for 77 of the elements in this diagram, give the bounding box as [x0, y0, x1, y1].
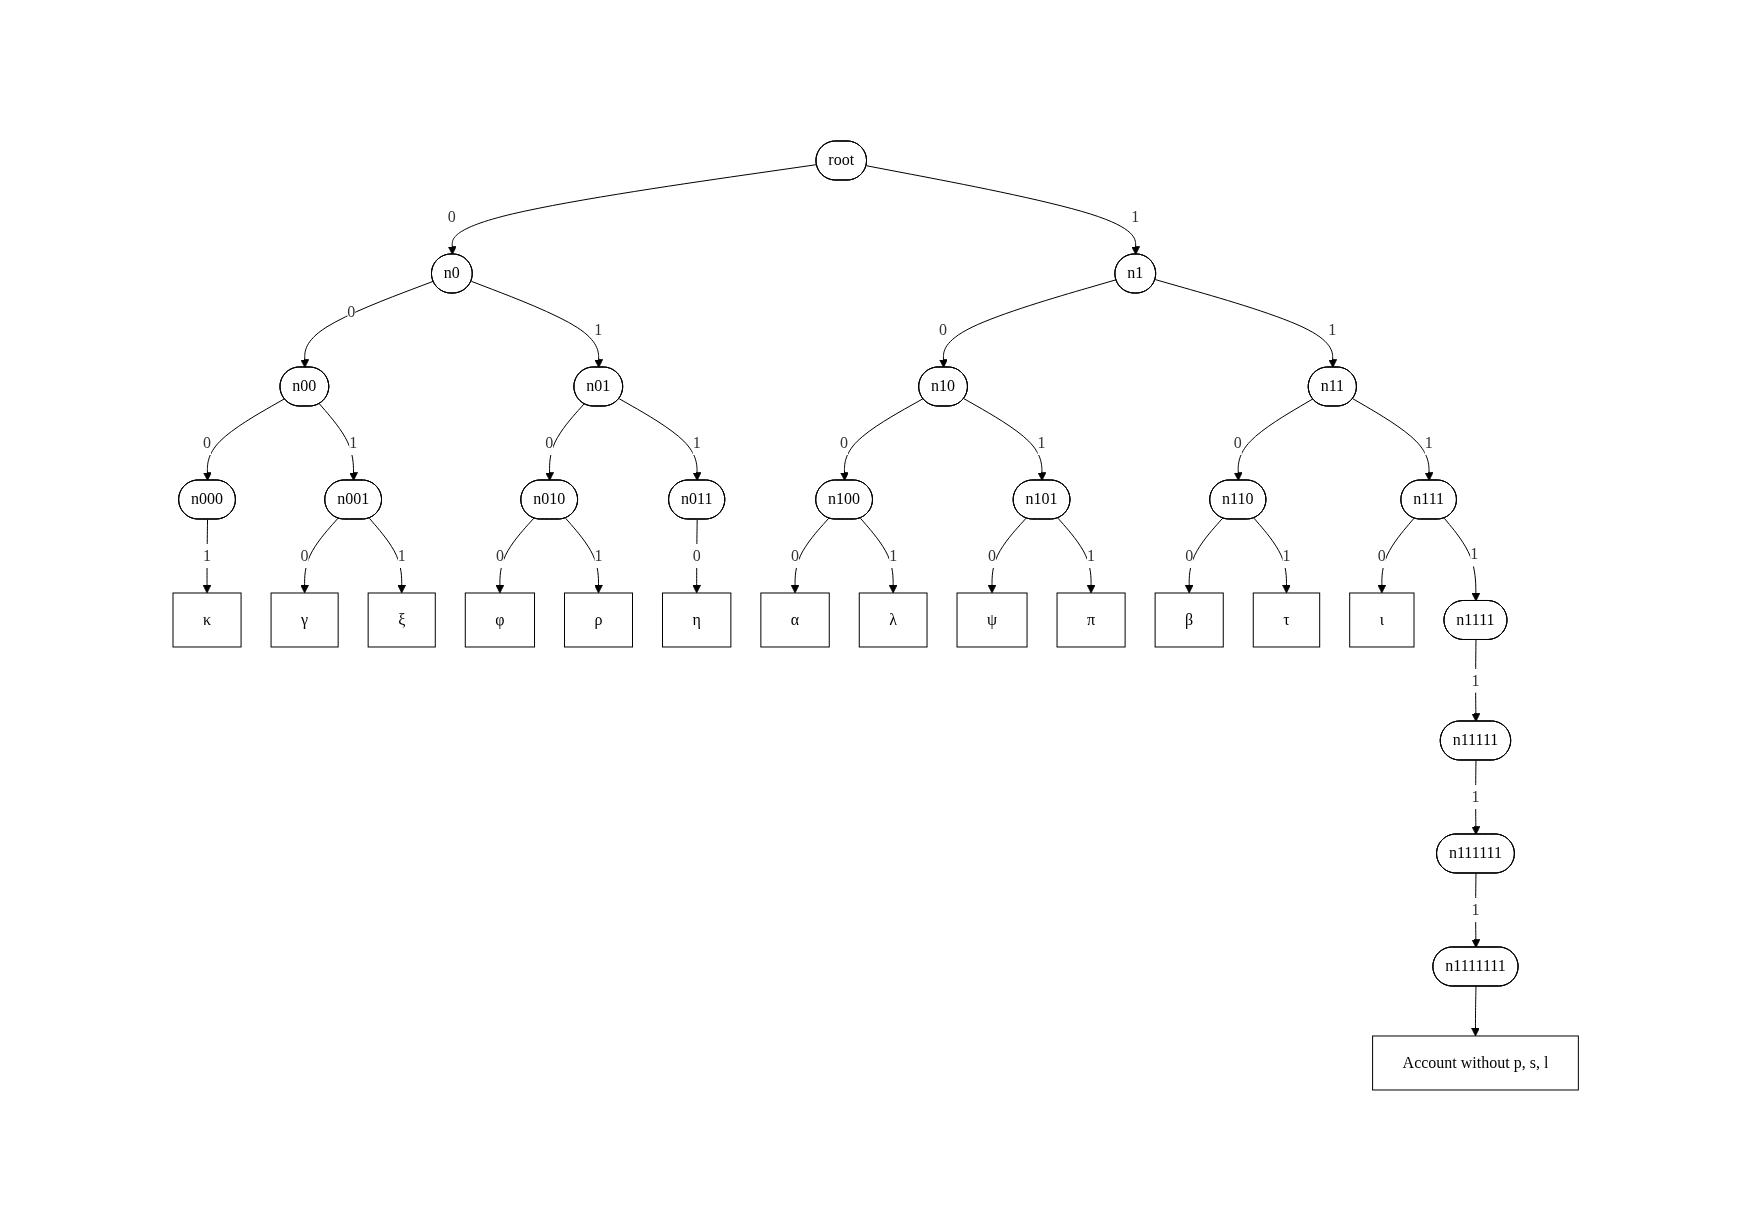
arrow: [1471, 873, 1481, 948]
arrow: [1470, 986, 1480, 1037]
edge-label: 1: [1086, 546, 1095, 564]
node-box: γ: [270, 592, 339, 648]
arrow: [545, 403, 585, 481]
edge-label: 0: [692, 546, 701, 564]
arrow: [1471, 760, 1481, 835]
arrow: [1352, 398, 1434, 481]
arrow: [987, 517, 1027, 594]
edge-label: 0: [1377, 546, 1386, 564]
arrow: [1253, 517, 1291, 594]
node-box: τ: [1252, 592, 1320, 648]
arrow: [318, 403, 358, 481]
arrow: [202, 398, 285, 481]
edge-label: 0: [938, 321, 947, 338]
arrow: [368, 517, 406, 594]
edge-label: 0: [987, 546, 996, 564]
edge-label: 1: [594, 321, 603, 338]
arrow: [839, 398, 924, 481]
edge-label: 1: [594, 546, 603, 564]
arrow: [300, 280, 434, 368]
edge-label: 1: [1328, 321, 1337, 338]
arrow: [495, 517, 535, 594]
edge-label: 1: [1471, 671, 1480, 689]
node-box: Account without p, s, l: [1371, 1035, 1579, 1091]
edge-label: 1: [692, 434, 701, 451]
edge-label: 1: [1471, 787, 1480, 805]
edge-label: 0: [545, 434, 554, 451]
arrow: [1471, 639, 1481, 722]
arrow: [1184, 517, 1223, 594]
edge-label: 1: [202, 546, 211, 564]
edge-label: 0: [202, 434, 211, 451]
arrow: [447, 164, 818, 255]
edge-label: 0: [447, 208, 456, 225]
arrow: [938, 279, 1117, 368]
node-box: ι: [1349, 592, 1415, 648]
node-box: ξ: [367, 592, 436, 648]
edge-label: 1: [1282, 546, 1291, 564]
arrow: [1233, 398, 1314, 481]
arrow: [790, 517, 830, 594]
arrow: [1154, 279, 1337, 368]
arrow: [564, 517, 603, 594]
arrow: [859, 517, 898, 594]
edge-label: 0: [495, 546, 504, 564]
node-box: β: [1154, 592, 1224, 648]
edge-label: 1: [1037, 434, 1046, 451]
node-box: π: [1056, 592, 1126, 648]
arrow: [618, 398, 702, 481]
edge-label: 1: [397, 546, 406, 564]
node-box: φ: [464, 592, 535, 648]
node-box: λ: [858, 592, 928, 648]
arrow: [865, 165, 1140, 255]
edge-label: 1: [1471, 900, 1480, 918]
arrow: [692, 519, 701, 594]
arrow: [1377, 517, 1415, 594]
edge-label: 0: [1233, 434, 1242, 451]
edge-label: 0: [790, 546, 799, 564]
node-box: η: [661, 592, 732, 648]
arrow: [1057, 517, 1096, 594]
edge-label: 0: [347, 303, 356, 321]
arrow: [202, 519, 212, 594]
node-box: κ: [172, 592, 242, 648]
edge-label: 1: [1424, 434, 1433, 451]
arrow: [1443, 517, 1481, 602]
arrow: [470, 280, 603, 368]
arrow: [300, 517, 339, 594]
node-box: ρ: [563, 592, 633, 648]
edge-label: 0: [839, 434, 848, 451]
edge-label: 1: [888, 546, 897, 564]
edge-label: 1: [1470, 545, 1479, 563]
node-box: α: [760, 592, 830, 648]
node-box: ψ: [956, 592, 1028, 648]
edge-label: 1: [1131, 208, 1140, 225]
edge-label: 0: [300, 546, 309, 564]
edge-label: 1: [348, 434, 357, 451]
edge-label: 0: [1185, 546, 1193, 564]
arrow: [963, 398, 1047, 481]
